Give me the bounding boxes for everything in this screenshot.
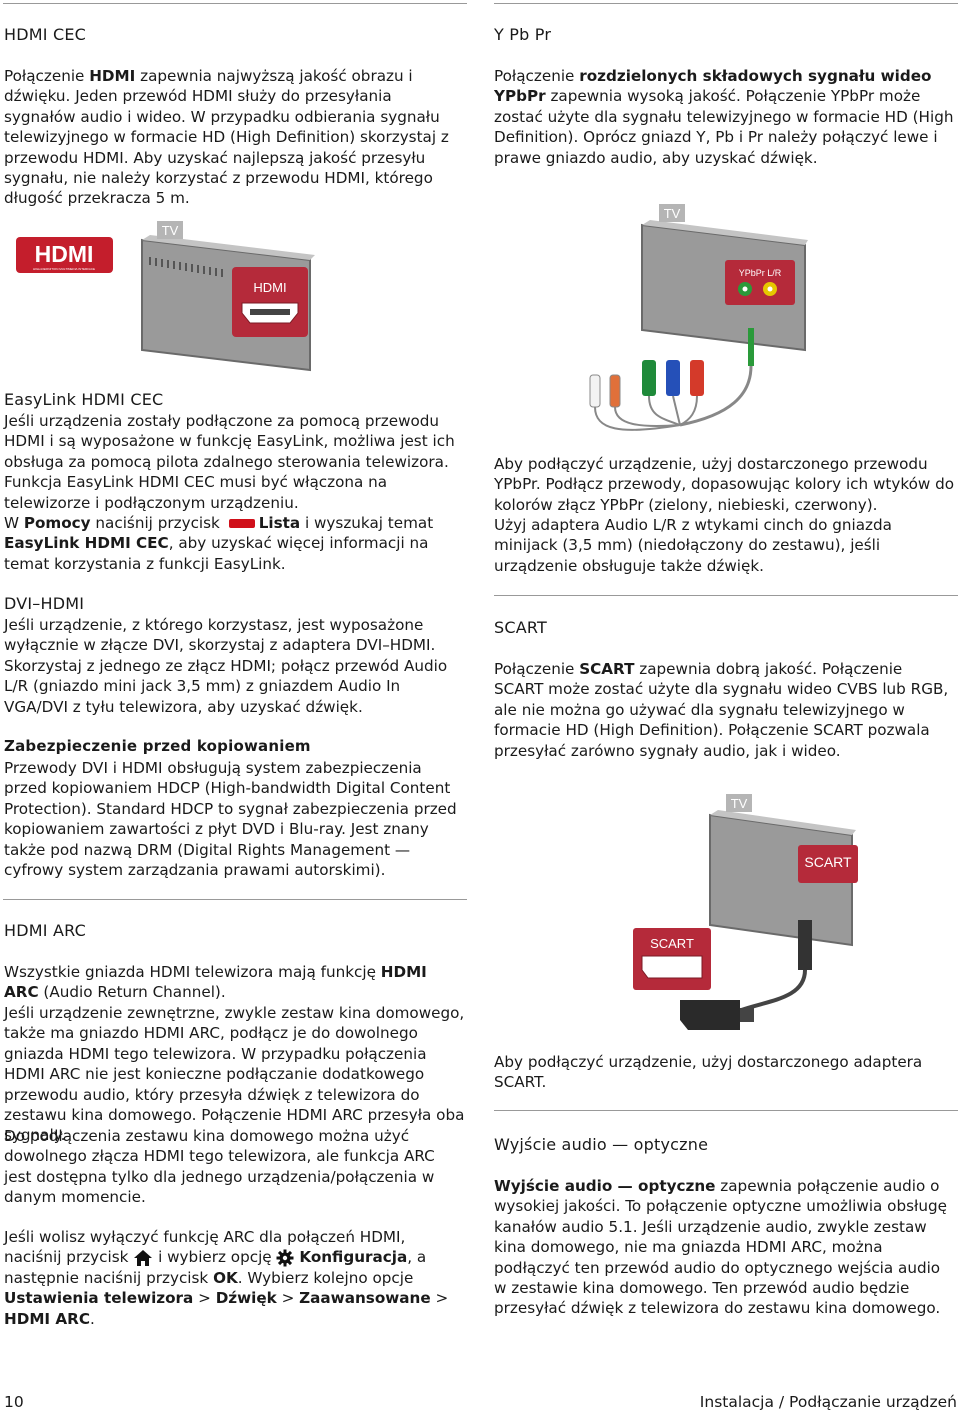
text-run: Wszystkie gniazda HDMI telewizora mają f… (4, 963, 381, 981)
ypbpr-audio-text: Użyj adaptera Audio L/R z wtykami cinch … (494, 516, 892, 575)
optical-title: Wyjście audio — optyczne (494, 1135, 709, 1154)
scart-title: SCART (494, 618, 547, 637)
text-run-bold: rozdzielonych składowych sygnału wideo Y… (494, 67, 932, 106)
text-run-bold: HDMI ARC (4, 1309, 90, 1328)
dvi-text: Jeśli urządzenie, z którego korzystasz, … (4, 616, 448, 716)
text-run: Połączenie (4, 67, 90, 85)
tv-label-box (726, 794, 752, 812)
top-rule-right (494, 3, 958, 4)
text-run: W (4, 514, 24, 532)
text-run: , aby uzyskać więcej informacji na temat… (4, 534, 429, 573)
tv-label: TV (162, 223, 179, 238)
hdmi-arc-text1: Wszystkie gniazda HDMI telewizora mają f… (4, 962, 466, 1003)
text-run: zapewnia najwyższą jakość obrazu i dźwię… (4, 67, 449, 208)
text-run: > (430, 1289, 449, 1308)
tv-panel-edge (642, 220, 808, 245)
text-run-bold: Pomocy (23, 514, 91, 532)
gear-icon (276, 1249, 294, 1267)
text-run: (Audio Return Channel). (38, 983, 226, 1002)
hdmi-port-label: HDMI (253, 280, 286, 295)
text-run-bold: Zaawansowane (299, 1289, 431, 1308)
ypbpr-illustration: TV YPbPr L/R (589, 204, 808, 431)
section-rule-left (3, 899, 467, 900)
easylink-help: W Pomocy naciśnij przycisk Lista i wyszu… (4, 513, 466, 574)
copy-protection-text: Przewody DVI i HDMI obsługują system zab… (4, 759, 457, 880)
optical-text: Wyjście audio — optyczne zapewnia połącz… (494, 1176, 956, 1319)
hdmi-arc-text2: Jeśli urządzenie zewnętrzne, zwykle zest… (4, 1004, 465, 1145)
red-button-icon (228, 519, 255, 528)
text-run-bold: Lista (258, 514, 301, 532)
ypbpr-cable-text: Aby podłączyć urządzenie, użyj dostarczo… (494, 455, 955, 514)
tv-label-box (659, 204, 685, 222)
hdmi-illustration: HDMI HIGH-DEFINITION MULTIMEDIA INTERFAC… (16, 221, 315, 372)
scart-connector-shape (641, 955, 703, 979)
hdmi-logo (16, 237, 113, 273)
text-run-bold: Dźwięk (215, 1289, 277, 1308)
text-run: zapewnia dobrą jakość. Połączenie SCART … (494, 660, 949, 760)
hdmi-cec-text: Połączenie HDMI zapewnia najwyższą jakoś… (4, 66, 466, 209)
text-run-bold: Ustawienia telewizora (4, 1289, 194, 1308)
text-run: Połączenie (494, 67, 580, 85)
text-run: i wybierz opcję (153, 1248, 277, 1267)
text-run: i wyszukaj temat (300, 514, 434, 532)
text-run-bold: HDMI (89, 67, 136, 85)
scart-adapter (680, 1000, 740, 1030)
home-icon (134, 1249, 153, 1266)
footer-section: Instalacja / Podłączanie urządzeń (699, 1393, 957, 1411)
scart-port-label: SCART (804, 854, 852, 870)
ypbpr-title: Y Pb Pr (494, 25, 552, 44)
copy-protection-title: Zabezpieczenie przed kopiowaniem (4, 737, 311, 755)
text-run-bold: HDMI ARC (4, 963, 427, 1002)
text-run: > (193, 1289, 216, 1308)
hdmi-cec-title: HDMI CEC (4, 25, 87, 44)
hdmi-port-panel (232, 267, 308, 337)
text-run: > (276, 1289, 300, 1308)
hdmi-logo-subtext: HIGH-DEFINITION MULTIMEDIA INTERFACE (33, 267, 95, 271)
hdmi-arc-text3: Do podłączenia zestawu kina domowego moż… (4, 1127, 435, 1207)
ypbpr-text: Połączenie rozdzielonych składowych sygn… (494, 66, 956, 168)
text-run: Jeśli wolisz wyłączyć funkcję ARC dla po… (4, 1228, 406, 1267)
tv-vents (149, 257, 223, 277)
hdmi-port-pins (250, 309, 290, 315)
easylink-title: EasyLink HDMI CEC (4, 390, 164, 409)
scart-plug-label: SCART (650, 936, 694, 951)
scart-illustration: TV SCART SCART (633, 794, 858, 1030)
tv-panel-edge (142, 235, 315, 260)
scart-text: Połączenie SCART zapewnia dobrą jakość. … (494, 659, 956, 761)
minijack-plug (748, 328, 754, 366)
tv-label: TV (731, 796, 748, 811)
dvi-title: DVI–HDMI (4, 594, 85, 613)
text-run: , a następnie naciśnij przycisk (4, 1248, 427, 1287)
hdmi-arc-text4: Jeśli wolisz wyłączyć funkcję ARC dla po… (4, 1227, 466, 1329)
ypbpr-port-panel (725, 260, 795, 305)
text-run-bold: Wyjście audio — optyczne (494, 1177, 716, 1195)
easylink-text: Jeśli urządzenia zostały podłączone za p… (4, 412, 455, 512)
tv-label: TV (664, 206, 681, 221)
text-run-bold: SCART (579, 660, 635, 678)
ypbpr-port-label: YPbPr L/R (739, 268, 782, 278)
text-run: Połączenie (494, 660, 580, 678)
scart-port-panel (798, 845, 858, 883)
tv-label-box (157, 221, 183, 239)
text-run-bold: OK (213, 1268, 238, 1287)
text-run: naciśnij przycisk (90, 514, 225, 532)
tv-panel-edge (710, 810, 856, 835)
text-run: . (89, 1309, 95, 1328)
text-run: zapewnia wysoką jakość. Połączenie YPbPr… (494, 87, 954, 167)
top-rule-left (3, 3, 467, 4)
rca-plugs (589, 360, 704, 431)
section-rule-right (494, 595, 958, 596)
section-rule-right-2 (494, 1110, 958, 1111)
hdmi-logo-text: HDMI (35, 241, 94, 267)
page-number: 10 (4, 1393, 24, 1411)
text-run-bold: EasyLink HDMI CEC (4, 534, 169, 553)
text-run-bold: Konfiguracja (299, 1248, 408, 1267)
hdmi-arc-title: HDMI ARC (4, 921, 86, 940)
text-run: zapewnia połączenie audio o wysokiej jak… (494, 1177, 947, 1318)
scart-adapter-text: Aby podłączyć urządzenie, użyj dostarczo… (494, 1053, 923, 1092)
text-run: . Wybierz kolejno opcje (237, 1268, 414, 1287)
scart-cable-top (798, 920, 812, 970)
